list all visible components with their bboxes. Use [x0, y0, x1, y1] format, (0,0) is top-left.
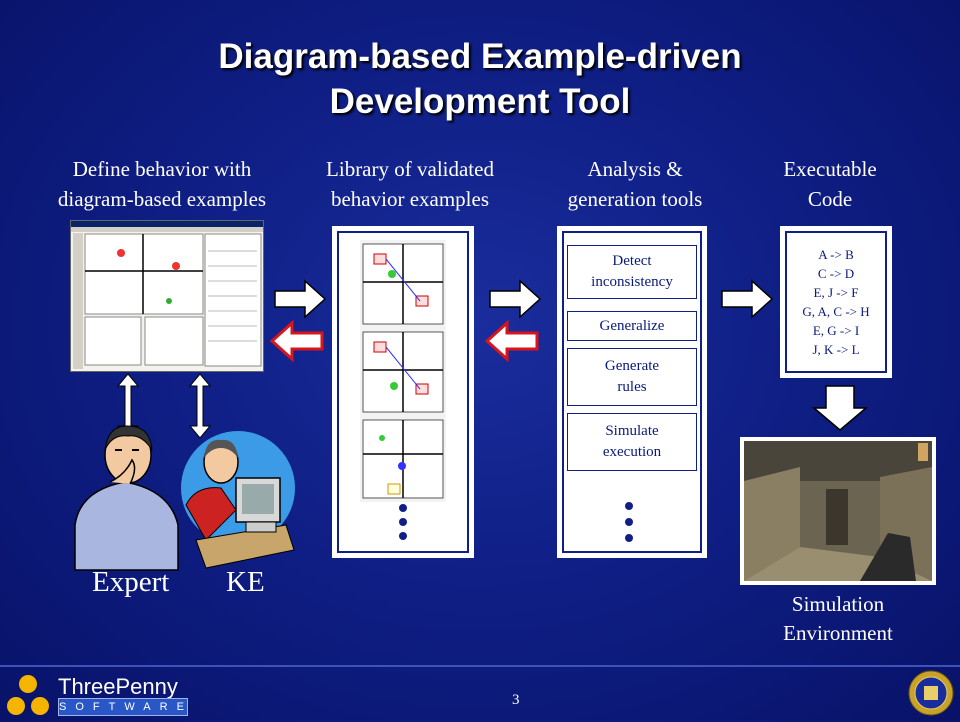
exec-header: Executable Code: [760, 154, 900, 214]
exec-header-line-2: Code: [807, 187, 853, 211]
back-arrow-1: [269, 319, 324, 363]
tool-4-line-1: Simulate: [605, 423, 659, 439]
tool-4-line-2: execution: [602, 444, 662, 460]
university-seal-icon: [908, 670, 954, 716]
slide-title: Diagram-based Example-driven Development…: [0, 34, 960, 124]
page-number: 3: [512, 692, 520, 708]
code-line-4: G, A, C -> H: [802, 304, 870, 319]
forward-arrow-2: [489, 279, 542, 319]
forward-arrow-3: [721, 279, 774, 319]
tool-3-line-1: Generate: [604, 358, 660, 374]
footer-divider: [0, 665, 960, 667]
library-header: Library of validated behavior examples: [300, 154, 520, 214]
editor-screenshot: [70, 220, 264, 372]
code-line-1: A -> B: [818, 247, 854, 262]
down-arrow: [811, 385, 869, 431]
tool-1-line-1: Detect: [612, 253, 652, 269]
exec-header-line-1: Executable: [783, 157, 877, 181]
library-header-line-1: Library of validated: [326, 157, 494, 181]
library-examples-graphic: [360, 240, 446, 540]
forward-arrow-1: [274, 279, 327, 319]
back-arrow-2: [484, 319, 539, 363]
simulation-graphic: [744, 441, 932, 581]
threepenny-dots-icon: [7, 675, 49, 715]
generalize-box: Generalize: [567, 311, 697, 341]
simulation-screenshot: [740, 437, 936, 585]
simulation-label-line-1: Simulation: [791, 592, 885, 616]
title-line-2: Development Tool: [329, 82, 631, 121]
define-header: Define behavior with diagram-based examp…: [30, 154, 294, 214]
define-header-line-2: diagram-based examples: [57, 187, 267, 211]
code-panel: [780, 226, 892, 378]
define-header-line-1: Define behavior with: [72, 157, 252, 181]
library-panel: [332, 226, 474, 558]
ke-double-arrow: [188, 373, 212, 439]
title-line-1: Diagram-based Example-driven: [218, 37, 742, 76]
simulation-label: Simulation Environment: [740, 590, 936, 648]
code-line-6: J, K -> L: [812, 342, 860, 357]
logo-name: ThreePenny: [58, 674, 178, 699]
code-lines: A -> B C -> D E, J -> F G, A, C -> H E, …: [786, 245, 886, 359]
editor-screenshot-graphic: [71, 221, 263, 369]
detect-inconsistency-box: Detect inconsistency: [567, 245, 697, 299]
analysis-header-line-1: Analysis &: [587, 157, 683, 181]
tool-1-line-2: inconsistency: [591, 274, 673, 290]
logo-sub: SOFTWARE: [59, 701, 193, 713]
code-line-2: C -> D: [817, 266, 855, 281]
code-line-5: E, G -> I: [812, 323, 860, 338]
simulation-label-line-2: Environment: [783, 621, 893, 645]
library-header-line-2: behavior examples: [330, 187, 490, 211]
expert-label: Expert: [92, 566, 170, 598]
expert-illustration: [74, 425, 179, 571]
tool-2-line-1: Generalize: [599, 317, 665, 334]
tool-3-line-2: rules: [617, 379, 647, 395]
code-line-3: E, J -> F: [813, 285, 859, 300]
ke-label: KE: [226, 566, 265, 598]
simulate-execution-box: Simulate execution: [567, 413, 697, 471]
generate-rules-box: Generate rules: [567, 348, 697, 406]
analysis-header-line-2: generation tools: [567, 187, 703, 211]
ke-illustration: [181, 431, 295, 569]
analysis-header: Analysis & generation tools: [540, 154, 730, 214]
tools-ellipsis: [625, 502, 633, 542]
logo-sub-bar: SOFTWARE: [58, 698, 188, 716]
